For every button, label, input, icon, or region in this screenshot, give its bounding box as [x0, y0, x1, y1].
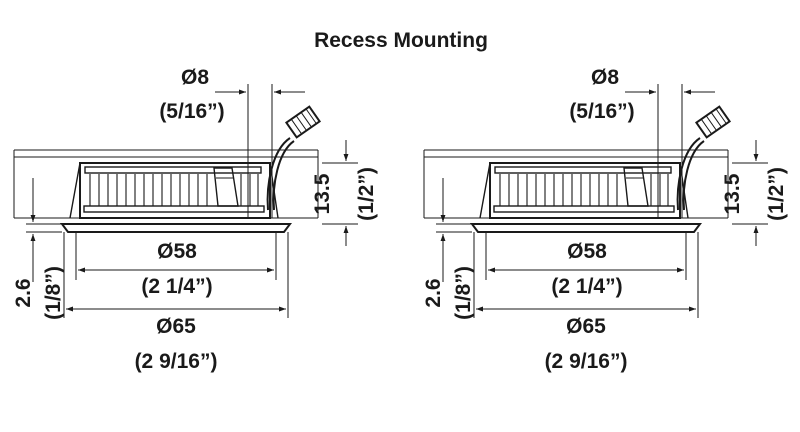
body-diameter-label: Ø58: [157, 240, 197, 263]
flange: [470, 223, 702, 233]
body-diameter-inch-label: (2 1/4”): [141, 275, 212, 298]
flange-height-label: 2.6: [422, 278, 445, 307]
flange: [60, 223, 292, 233]
heatsink-fins: [89, 174, 259, 206]
body-diameter-dimension: Ø58 (2 1/4”): [75, 232, 277, 298]
hole-diameter-label: Ø8: [181, 66, 209, 89]
light-body: [479, 162, 689, 219]
hole-diameter-dimension: Ø8 (5/16”): [569, 66, 715, 218]
mounting-drawing-left: Ø8 (5/16”) 13.5 (1/2”) 2.6 (1/8”): [12, 66, 378, 373]
mounting-drawing-right: Ø8 (5/16”) 13.5 (1/2”) 2.6 (1/8”) Ø58 (2: [422, 66, 788, 373]
outer-diameter-inch-label: (2 9/16”): [545, 350, 628, 373]
outer-diameter-label: Ø65: [156, 315, 196, 338]
flange-height-dimension: 2.6 (1/8”): [422, 178, 475, 320]
flange-height-label: 2.6: [12, 278, 35, 307]
outer-diameter-inch-label: (2 9/16”): [135, 350, 218, 373]
outer-diameter-dimension: Ø65 (2 9/16”): [63, 232, 289, 373]
hole-diameter-inch-label: (5/16”): [159, 100, 224, 123]
flange-height-dimension: 2.6 (1/8”): [12, 178, 65, 320]
recess-depth-dimension: 13.5 (1/2”): [721, 140, 788, 246]
recess-depth-label: 13.5: [311, 173, 334, 214]
recess-depth-inch-label: (1/2”): [765, 167, 788, 221]
body-diameter-label: Ø58: [567, 240, 607, 263]
hole-diameter-label: Ø8: [591, 66, 619, 89]
recess-depth-dimension: 13.5 (1/2”): [311, 140, 378, 246]
light-body: [69, 162, 279, 219]
diagram-title: Recess Mounting: [314, 29, 488, 52]
recess-depth-label: 13.5: [721, 173, 744, 214]
heatsink-fins: [499, 174, 669, 206]
body-diameter-dimension: Ø58 (2 1/4”): [485, 232, 687, 298]
hole-diameter-dimension: Ø8 (5/16”): [159, 66, 305, 218]
body-diameter-inch-label: (2 1/4”): [551, 275, 622, 298]
flange-height-inch-label: (1/8”): [42, 266, 65, 320]
recess-depth-inch-label: (1/2”): [355, 167, 378, 221]
outer-diameter-label: Ø65: [566, 315, 606, 338]
flange-height-inch-label: (1/8”): [452, 266, 475, 320]
outer-diameter-dimension: Ø65 (2 9/16”): [473, 232, 699, 373]
hole-diameter-inch-label: (5/16”): [569, 100, 634, 123]
